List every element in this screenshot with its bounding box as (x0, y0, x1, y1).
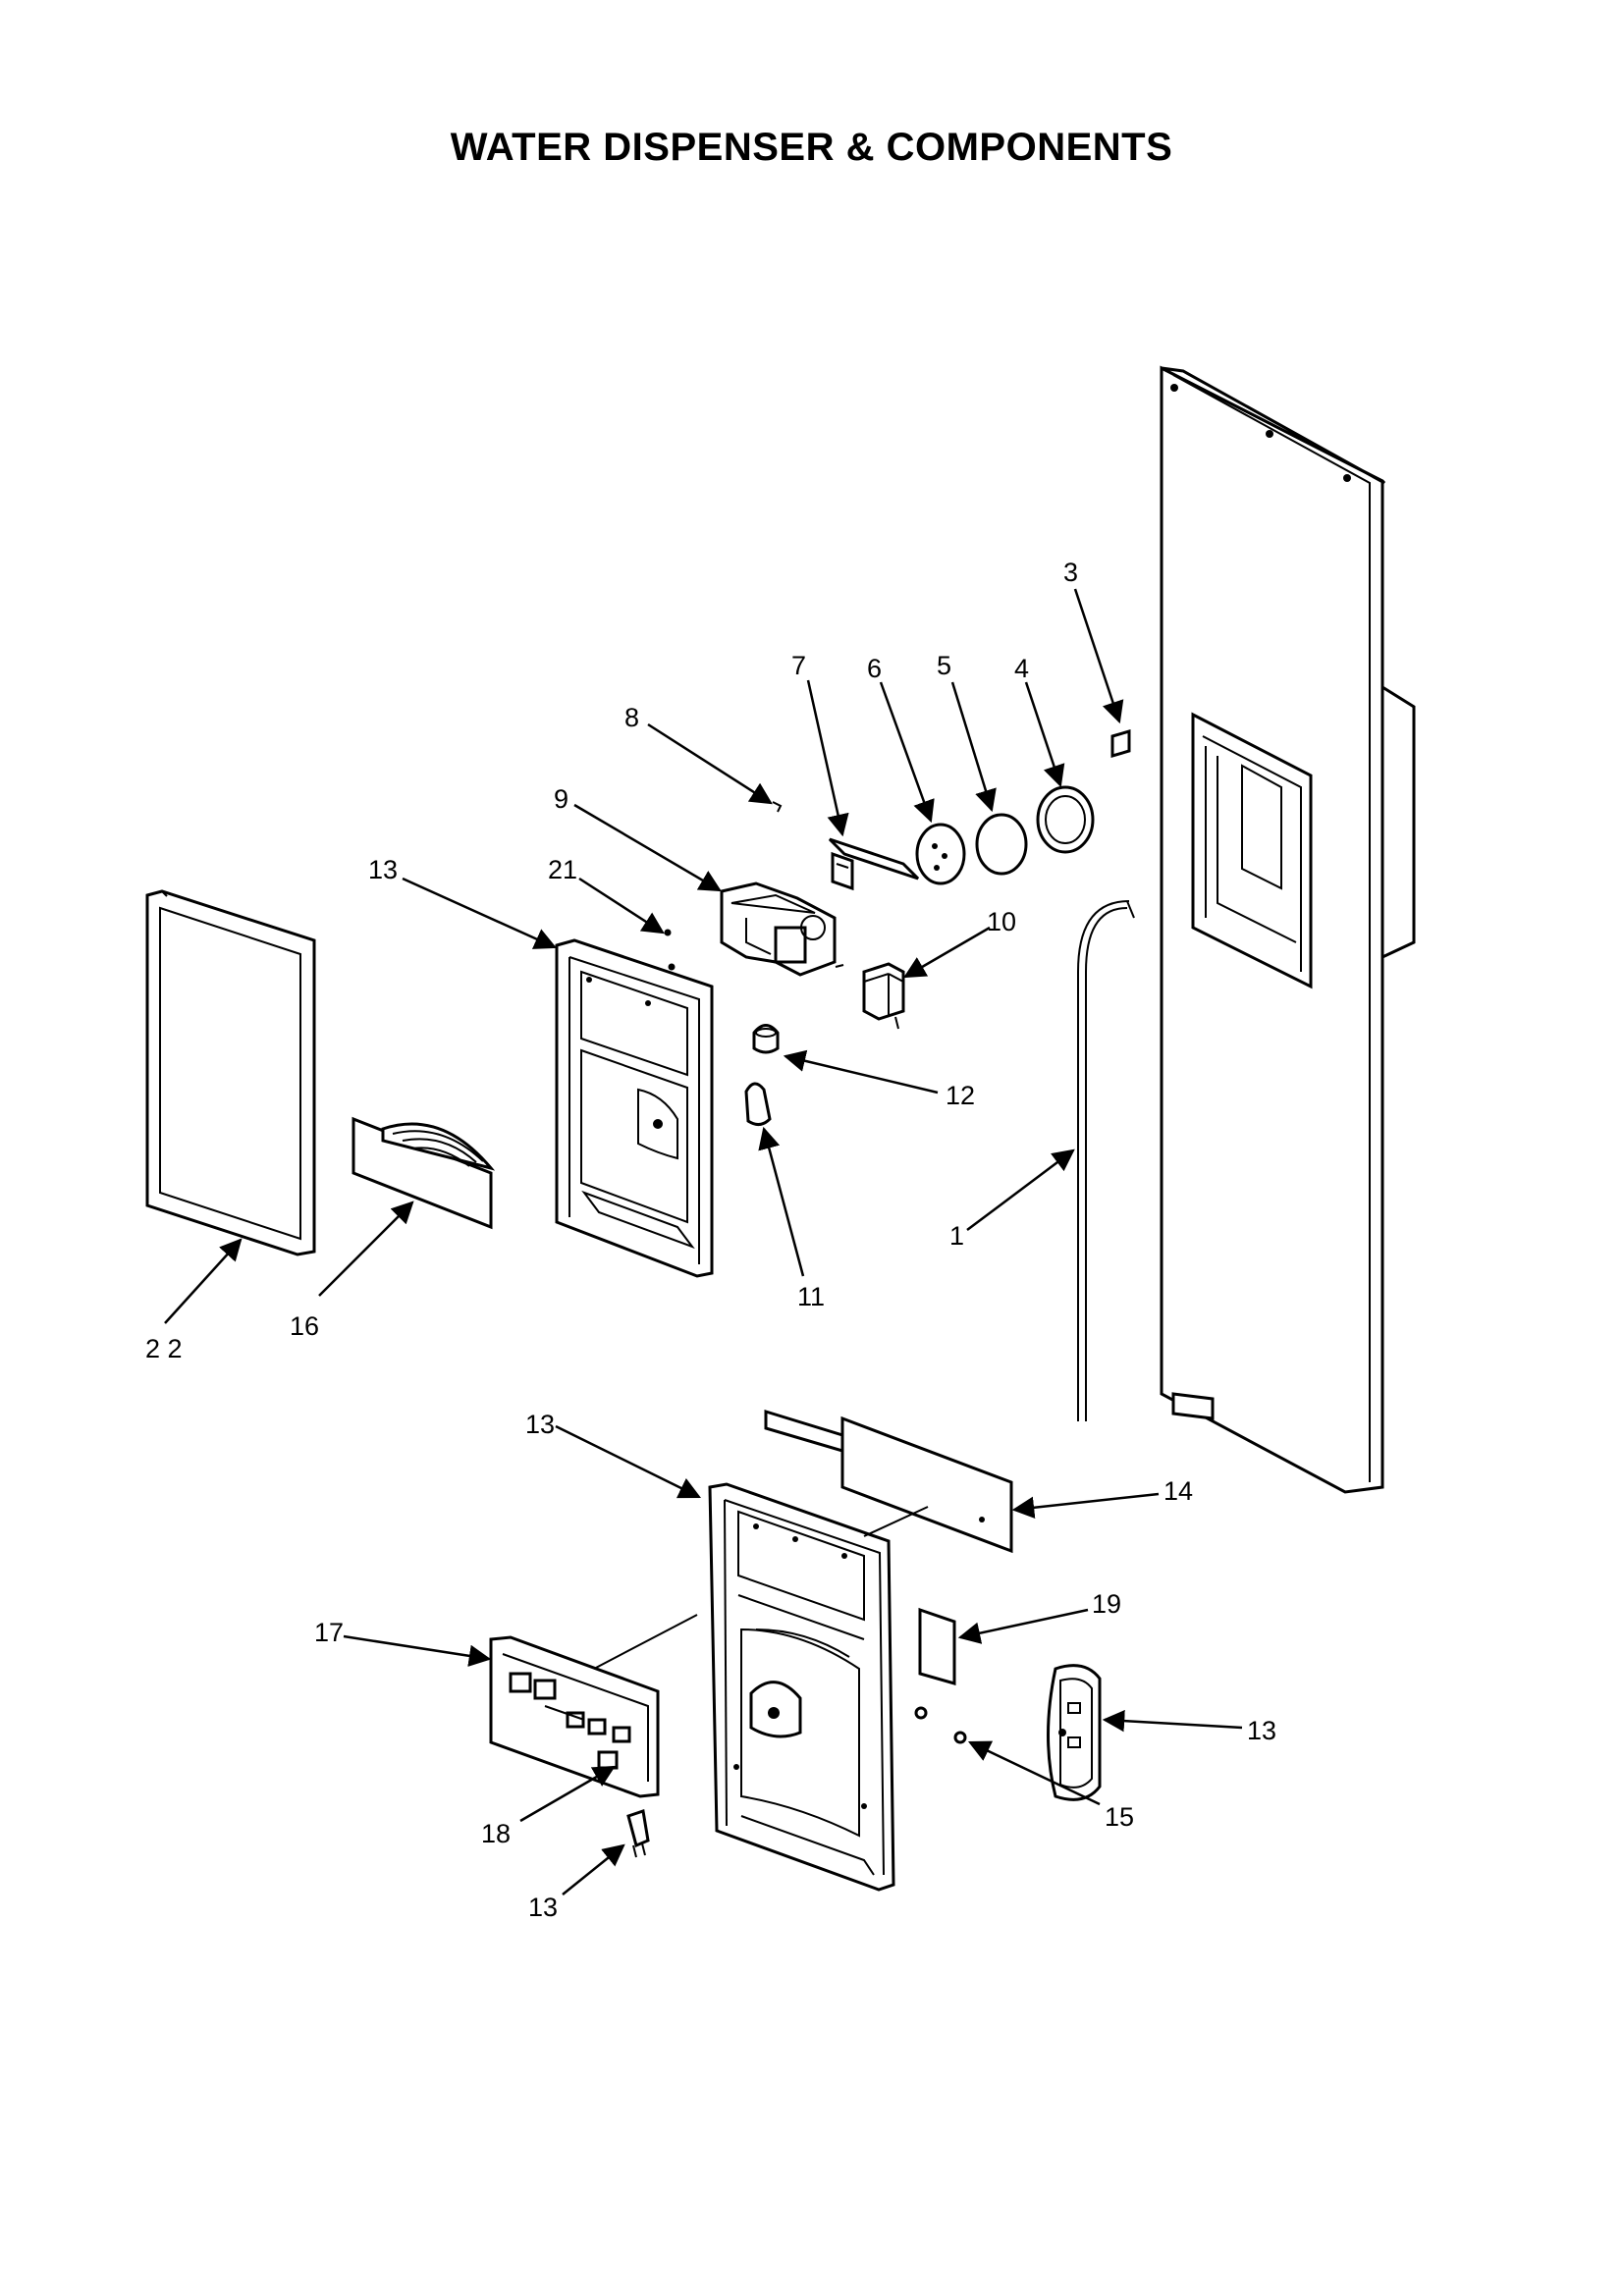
callout-10: 10 (987, 907, 1016, 936)
callout-4: 4 (1014, 654, 1029, 683)
drip-tray (352, 1116, 496, 1230)
callout-12: 12 (946, 1081, 975, 1110)
callout-6: 6 (867, 654, 882, 683)
callout-8: 8 (624, 703, 639, 732)
callout-18: 18 (481, 1819, 511, 1848)
valve-assembly (664, 881, 905, 1126)
insulation-pad (764, 1409, 1013, 1554)
callout-13-lower-housing: 13 (525, 1410, 555, 1439)
callout-3: 3 (1063, 558, 1078, 587)
callout-5: 5 (937, 651, 951, 680)
callout-19: 19 (1092, 1589, 1121, 1619)
control-board (489, 1614, 698, 1798)
callout-14: 14 (1163, 1476, 1193, 1506)
callout-21: 21 (548, 855, 577, 884)
callout-17: 17 (314, 1618, 344, 1647)
callout-7: 7 (791, 651, 806, 680)
small-parts (772, 728, 1131, 891)
label-pad (918, 1607, 956, 1685)
round-cover (1047, 1664, 1102, 1801)
callout-13-cover: 13 (1247, 1716, 1276, 1745)
lower-dispenser-housing (708, 1482, 895, 1892)
callout-11: 11 (797, 1282, 825, 1311)
switch (626, 1809, 650, 1858)
screw-lower (953, 1731, 967, 1744)
diagram-title: WATER DISPENSER & COMPONENTS (450, 126, 1173, 169)
callout-13-switch: 13 (528, 1893, 558, 1922)
water-tube (1077, 900, 1135, 1421)
callout-1: 1 (949, 1221, 964, 1251)
trim-frame (145, 889, 316, 1256)
callout-16: 16 (290, 1311, 319, 1341)
callout-22: 2 2 (145, 1334, 183, 1363)
callout-9: 9 (554, 784, 568, 814)
upper-dispenser-housing (555, 938, 714, 1278)
callout-13-upper-housing: 13 (368, 855, 398, 884)
screw-upper (914, 1706, 928, 1720)
callout-15: 15 (1105, 1802, 1134, 1832)
leader-lines (164, 588, 1243, 1896)
refrigerator-door (1160, 365, 1416, 1494)
callout-labels: 1 3 4 5 6 7 8 9 10 11 12 13 13 13 13 14 … (145, 558, 1276, 1922)
